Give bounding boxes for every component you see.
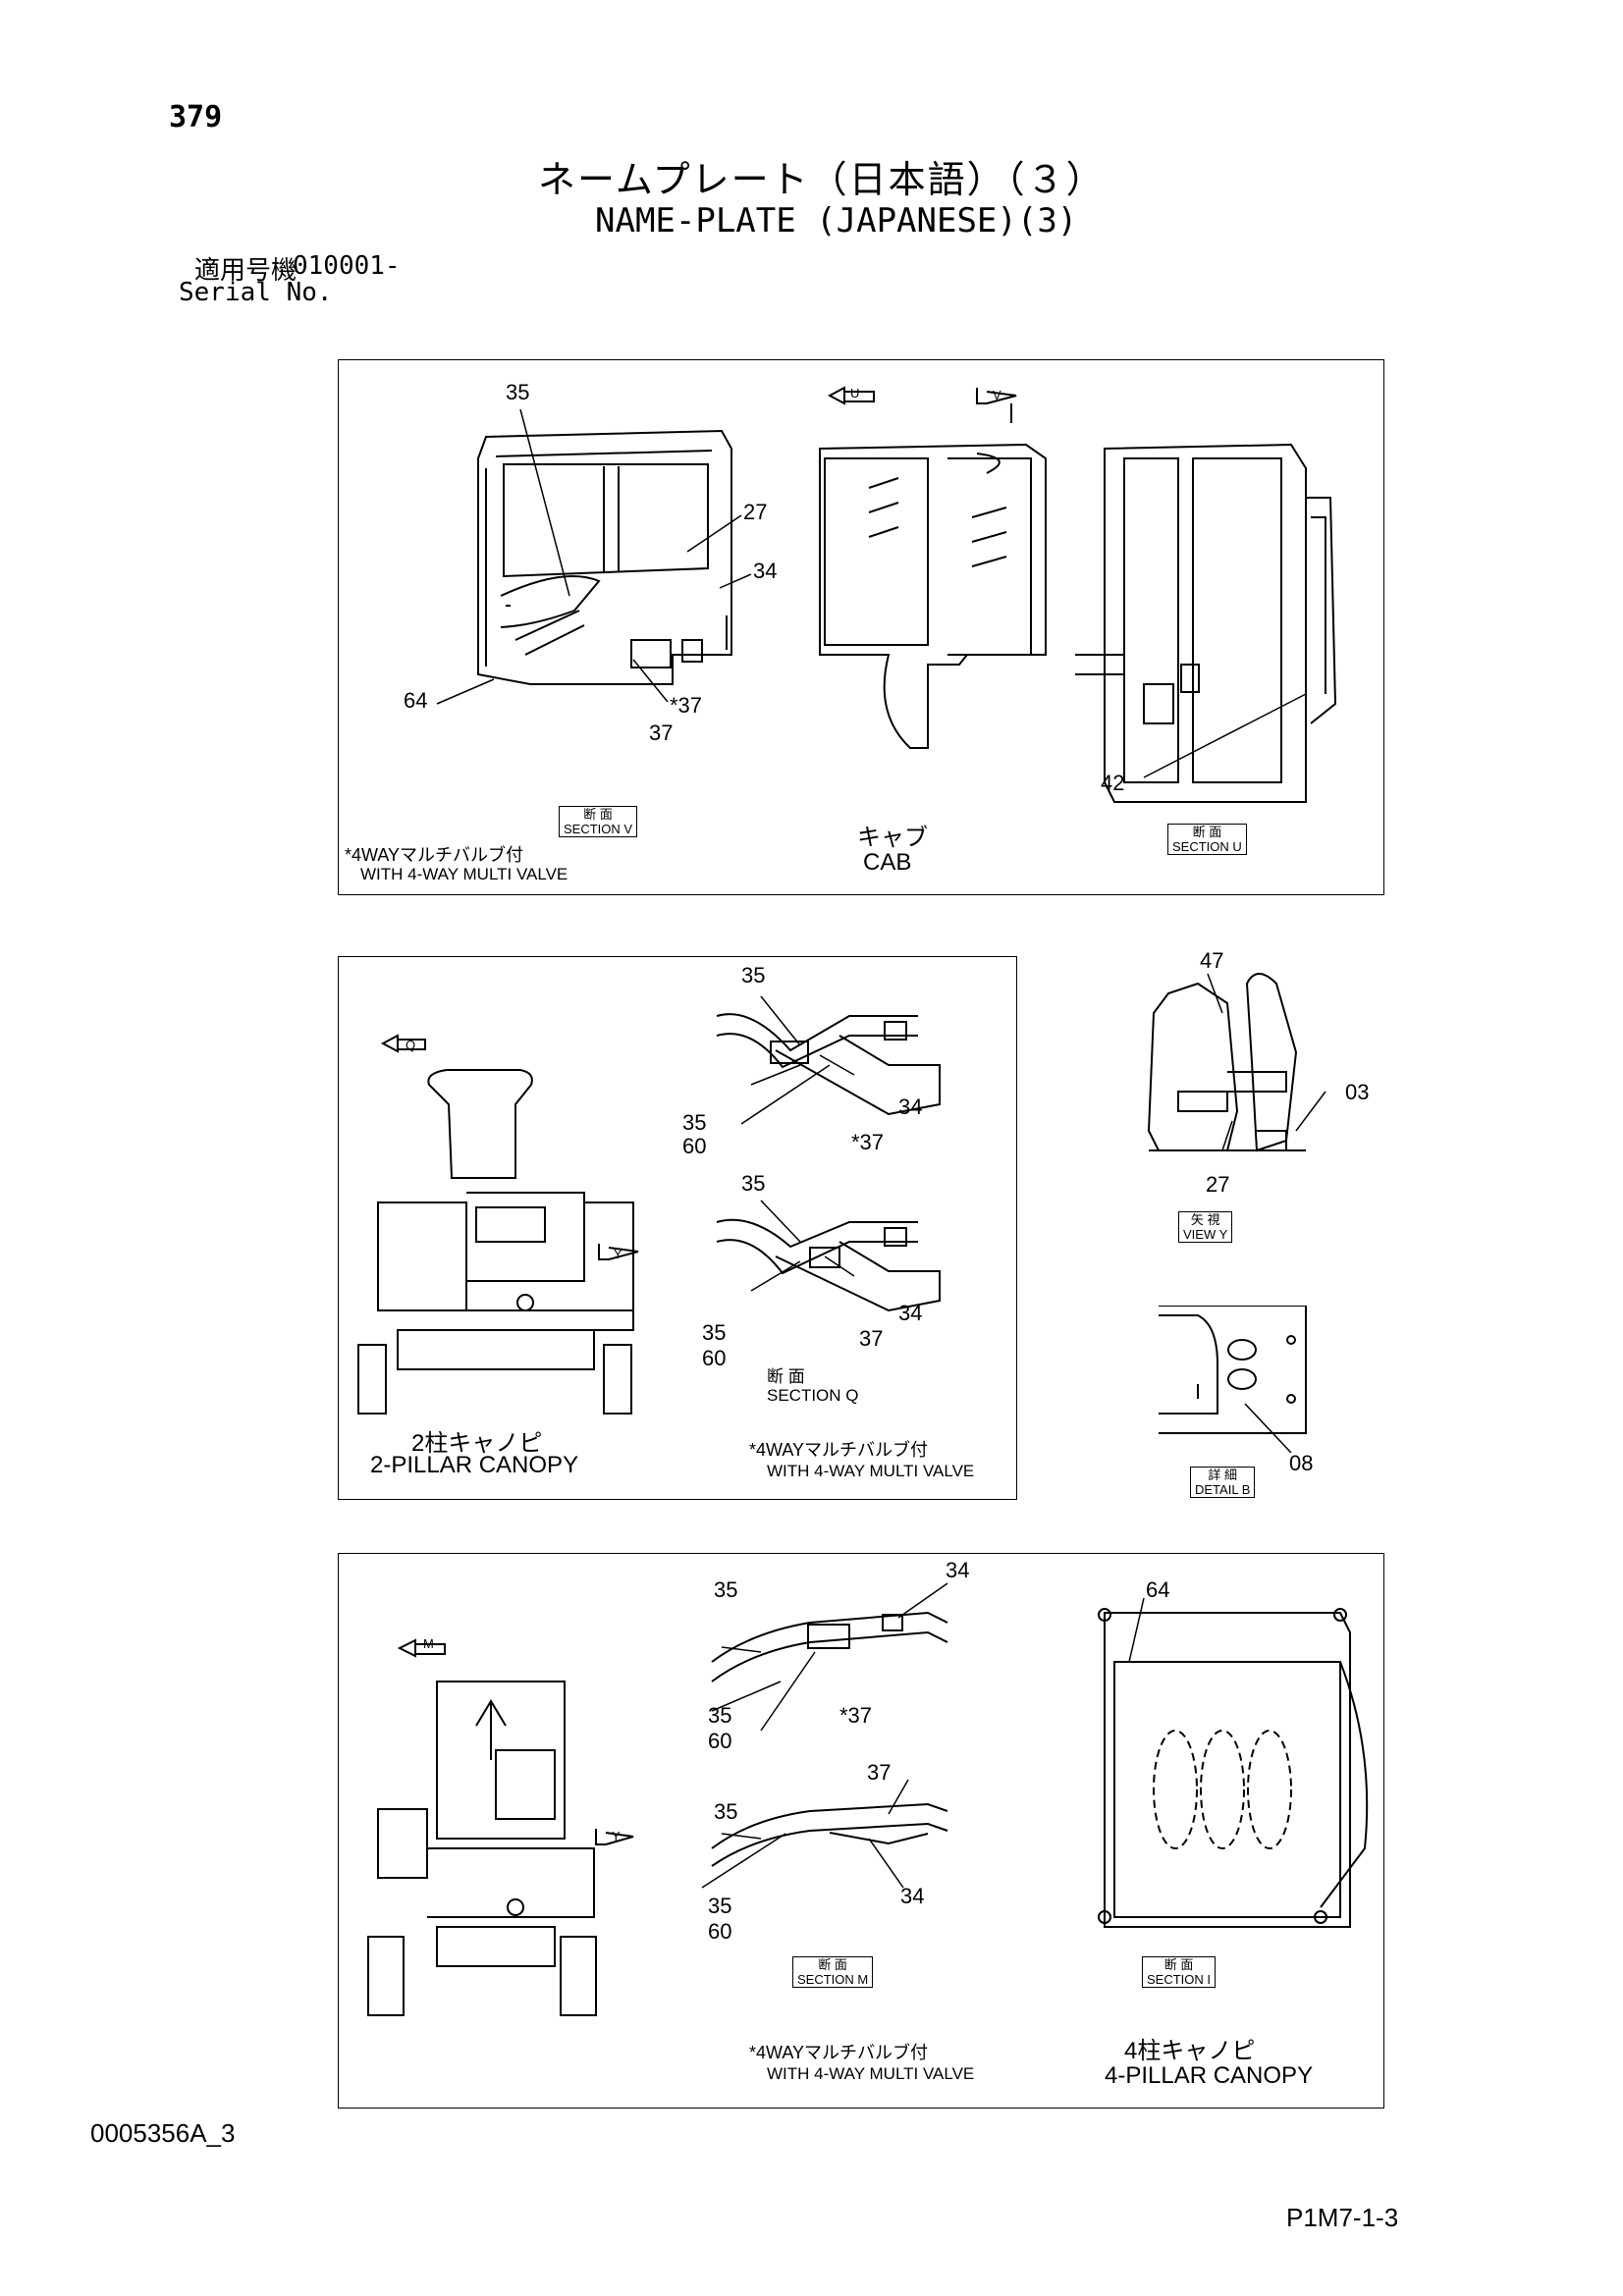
2p-note-jp: *4WAYマルチバルブ付	[749, 1440, 929, 1460]
two-pillar-drawing	[357, 1013, 941, 1415]
callout-42: 42	[1101, 771, 1125, 795]
cab-caption-en: CAB	[863, 849, 912, 876]
2p-callout-37-star: *37	[851, 1130, 885, 1154]
detail-b-label: 詳 細 DETAIL B	[1190, 1467, 1256, 1498]
4p-callout-34-top: 34	[946, 1558, 970, 1582]
page-code: P1M7-1-3	[1286, 2203, 1399, 2232]
2p-callout-35-top: 35	[741, 963, 766, 988]
4p-callout-64: 64	[1146, 1577, 1170, 1602]
cab-note-jp: *4WAYマルチバルブ付	[345, 845, 524, 865]
serial-label-en: Serial No.	[179, 278, 333, 307]
4p-note-en: WITH 4-WAY MULTI VALVE	[767, 2064, 975, 2083]
two-pillar-leader-lines	[740, 995, 855, 1292]
callout-64: 64	[404, 688, 428, 713]
cab-note-en: WITH 4-WAY MULTI VALVE	[360, 865, 568, 883]
section-i-label: 断 面 SECTION I	[1142, 1956, 1217, 1988]
4p-callout-35-left: 35	[708, 1703, 732, 1728]
4p-callout-37-star: *37	[839, 1703, 873, 1728]
2p-callout-37-lower: 37	[859, 1326, 884, 1351]
section-u-label: 断 面 SECTION U	[1167, 824, 1247, 855]
detail-b-callout-08: 08	[1289, 1451, 1314, 1475]
cab-leader-lines	[436, 408, 1307, 778]
2p-caption-jp: 2柱キャノピ	[411, 1430, 543, 1457]
four-pillar-drawing	[367, 1608, 1369, 2016]
four-pillar-panel: 34 35 35 60 *37 37 35 35 60 34 64 M Y 断 …	[338, 1553, 1384, 2109]
2p-note-en: WITH 4-WAY MULTI VALVE	[767, 1462, 975, 1480]
2p-callout-35-lower: 35	[702, 1320, 727, 1345]
2p-callout-60-lower: 60	[702, 1346, 727, 1370]
view-arrow-y: Y	[614, 1247, 622, 1261]
4p-caption-en: 4-PILLAR CANOPY	[1105, 2062, 1314, 2089]
4p-callout-35-mid: 35	[714, 1799, 738, 1824]
4p-callout-60-lower: 60	[708, 1919, 732, 1944]
4p-note-jp: *4WAYマルチバルブ付	[749, 2043, 929, 2062]
view-arrow-m: M	[423, 1636, 434, 1651]
callout-35: 35	[506, 380, 530, 404]
4p-callout-60: 60	[708, 1729, 732, 1753]
4p-callout-37: 37	[867, 1760, 892, 1785]
page-number: 379	[169, 100, 223, 134]
callout-37-star: *37	[670, 693, 703, 718]
view-y-leader-lines	[1207, 973, 1326, 1151]
section-q-label: 断 面 SECTION Q	[767, 1367, 859, 1405]
2p-callout-60: 60	[682, 1134, 707, 1158]
section-v-label: 断 面 SECTION V	[559, 806, 638, 837]
view-arrow-y-4p: Y	[612, 1829, 621, 1843]
view-y-label: 矢 視 VIEW Y	[1178, 1211, 1233, 1243]
view-arrow-q: Q	[406, 1038, 416, 1052]
detail-b-leader	[1244, 1403, 1292, 1453]
title-japanese: ネームプレート（日本語）（３）	[538, 160, 1106, 201]
callout-34: 34	[753, 559, 778, 583]
two-pillar-panel: 35 35 60 34 *37 35 35 60 34 37 Q Y 断 面 S…	[338, 956, 1017, 1500]
view-arrow-u: U	[850, 386, 860, 400]
title-english: NAME-PLATE (JAPANESE)(3)	[595, 201, 1078, 240]
4p-callout-35-lower: 35	[708, 1894, 732, 1918]
detail-b-drawing	[1159, 1306, 1307, 1434]
cab-panel: 35 27 34 64 *37 37 42 U V 断 面 SECTION V …	[338, 359, 1384, 895]
2p-caption-en: 2-PILLAR CANOPY	[370, 1452, 579, 1478]
2p-callout-34: 34	[898, 1095, 923, 1119]
2p-callout-35-left: 35	[682, 1110, 707, 1135]
4p-callout-34-lower: 34	[900, 1884, 925, 1908]
view-y-callout-27: 27	[1206, 1172, 1230, 1197]
callout-37: 37	[649, 721, 674, 745]
view-y-drawing	[1147, 973, 1306, 1152]
serial-label-jp: 適用号機	[194, 255, 298, 285]
view-arrow-v: V	[993, 388, 1001, 402]
4p-caption-jp: 4柱キャノピ	[1124, 2038, 1256, 2064]
callout-27: 27	[743, 500, 768, 524]
4p-callout-35-top: 35	[714, 1577, 738, 1602]
cab-caption-jp: キャブ	[857, 825, 928, 851]
2p-callout-35-mid: 35	[741, 1171, 766, 1196]
four-pillar-leader-lines	[701, 1582, 1145, 1889]
view-y-callout-03: 03	[1345, 1080, 1370, 1104]
view-y-callout-47: 47	[1200, 948, 1224, 973]
2p-callout-34-lower: 34	[898, 1301, 923, 1325]
drawing-code: 0005356A_3	[90, 2118, 236, 2148]
section-m-label: 断 面 SECTION M	[792, 1956, 874, 1988]
serial-value: 010001-	[293, 251, 401, 281]
